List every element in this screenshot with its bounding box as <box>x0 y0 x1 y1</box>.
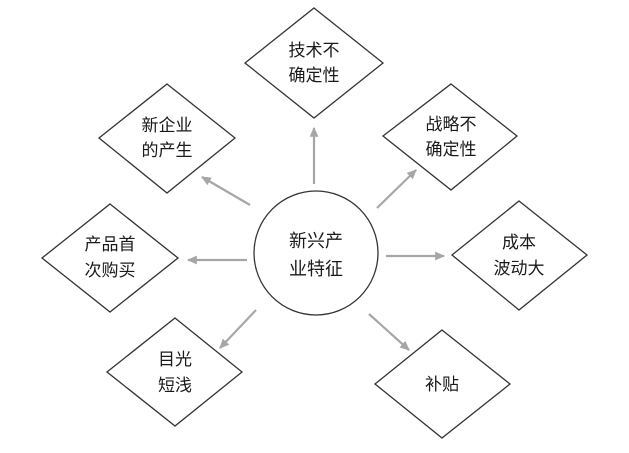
diamond-shape <box>243 7 385 119</box>
arrow-to-subsidy <box>368 313 410 351</box>
node-line: 成本 <box>502 233 536 253</box>
center-line-1: 新兴产 <box>289 231 343 252</box>
node-line: 短浅 <box>158 376 192 396</box>
arrow-to-new-enterprises <box>201 176 251 206</box>
node-strategy-uncertainty: 战略不 确定性 <box>381 83 519 191</box>
center-node: 新兴产 业特征 <box>253 190 379 316</box>
node-line: 的产生 <box>142 141 193 161</box>
diamond-shape <box>105 317 244 427</box>
node-line: 补贴 <box>425 375 459 395</box>
arrow-to-short-sighted <box>219 309 257 349</box>
diamond-shape <box>450 200 589 311</box>
diamond-shape <box>97 83 237 194</box>
node-short-sighted: 目光 短浅 <box>105 317 244 427</box>
node-first-purchase: 产品首 次购买 <box>40 203 180 313</box>
node-line: 产品首 <box>85 235 136 255</box>
diamond-shape <box>381 83 519 191</box>
node-new-enterprises: 新企业 的产生 <box>97 83 237 194</box>
center-line-2: 业特征 <box>289 259 343 280</box>
diamond-shape <box>40 203 180 313</box>
diamond-shape <box>373 329 512 439</box>
node-tech-uncertainty: 技术不 确定性 <box>243 7 385 119</box>
node-line: 波动大 <box>494 259 545 279</box>
node-cost-volatility: 成本 波动大 <box>450 200 589 311</box>
node-line: 次购买 <box>85 261 136 281</box>
node-subsidy: 补贴 <box>373 329 512 439</box>
center-circle <box>253 190 379 316</box>
node-line: 战略不 <box>426 115 477 135</box>
arrow-to-strategy-uncertainty <box>376 169 417 209</box>
node-line: 新企业 <box>142 116 193 136</box>
arrows <box>186 126 446 351</box>
node-line: 确定性 <box>426 140 477 160</box>
node-line: 目光 <box>158 350 192 370</box>
node-line: 技术不 <box>289 41 340 61</box>
node-line: 确定性 <box>289 66 340 86</box>
